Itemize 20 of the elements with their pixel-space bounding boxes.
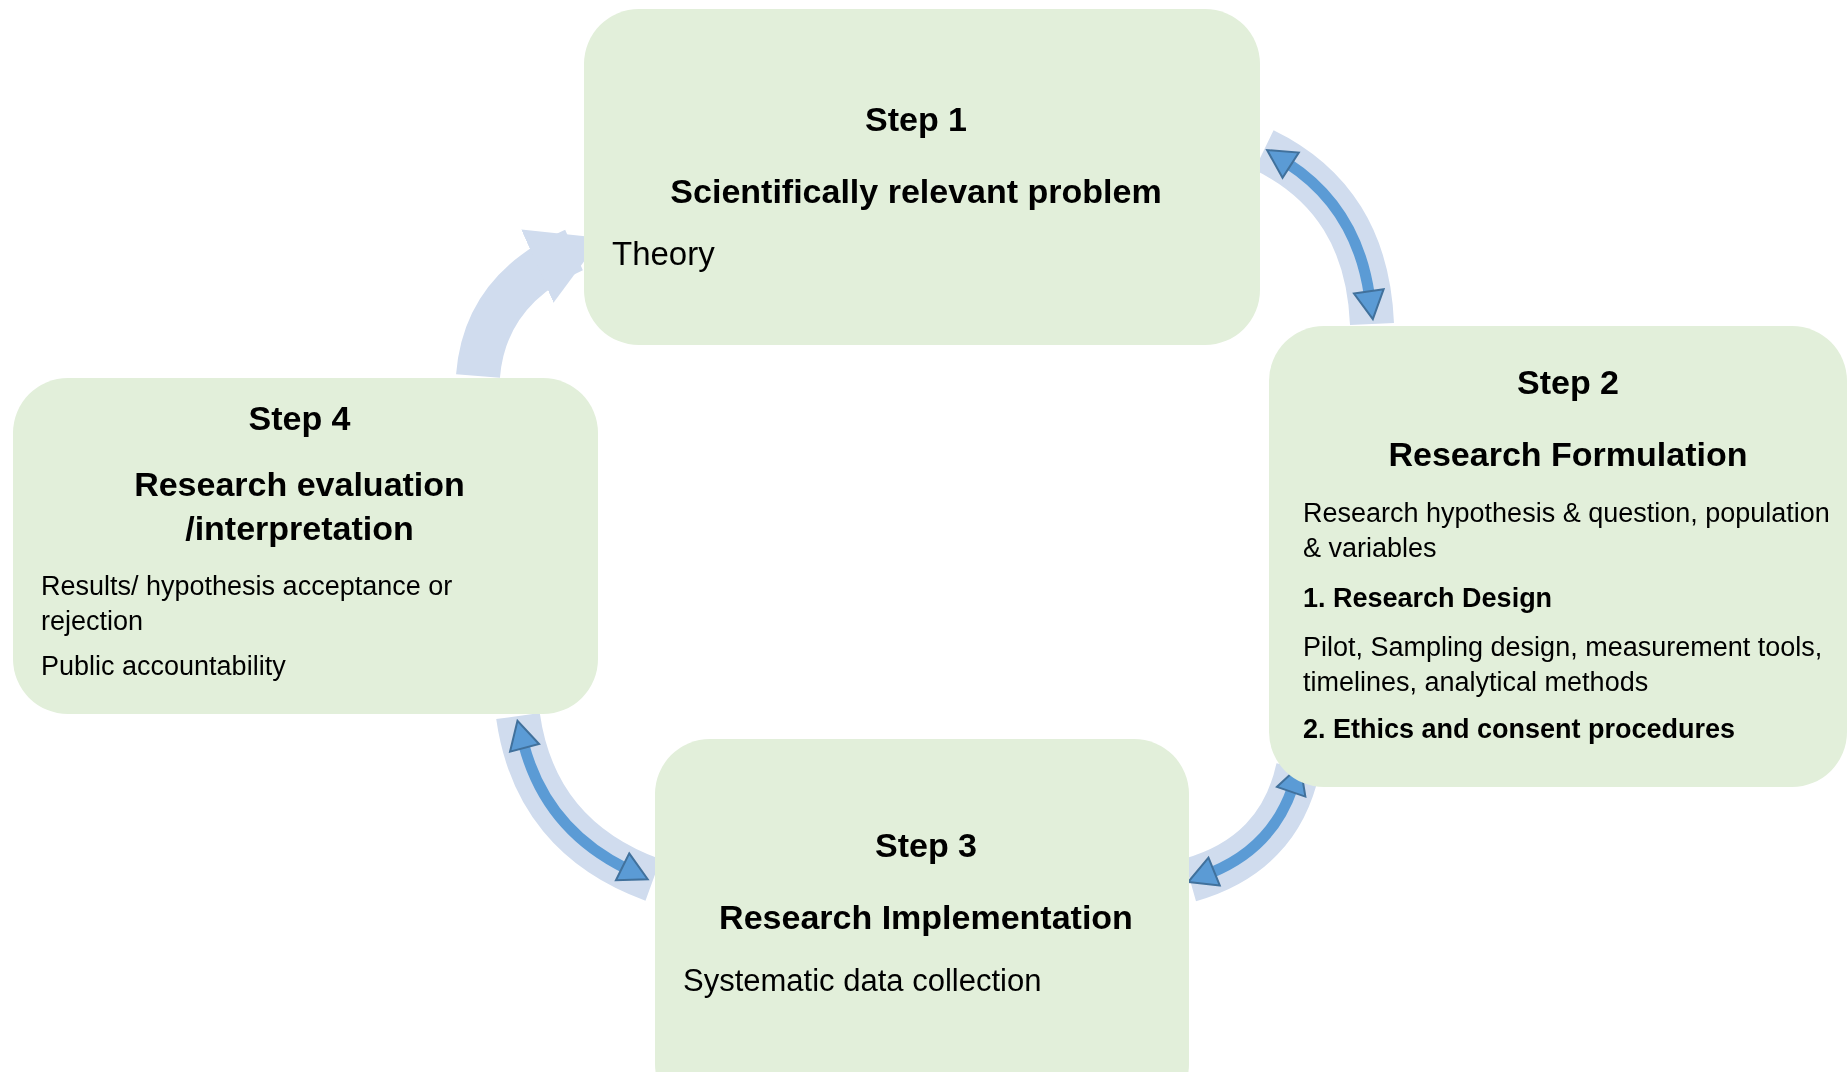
step-box: [655, 739, 1189, 1072]
step-heading: Scientifically relevant problem: [669, 171, 1163, 213]
step-title: Step 4: [247, 398, 352, 439]
step-text: Public accountability: [41, 649, 287, 683]
step-text: Theory: [612, 234, 716, 275]
step-text: 2. Ethics and consent procedures: [1303, 712, 1737, 746]
step-heading: Research Formulation: [1387, 434, 1749, 476]
step-text: 1. Research Design: [1303, 581, 1554, 615]
step-title: Step 2: [1515, 362, 1620, 403]
step-box: [1269, 326, 1847, 787]
step-text: Research hypothesis & question, population & variables: [1303, 497, 1831, 566]
step-heading: Research Implementation: [718, 897, 1134, 939]
step-text: Pilot, Sampling design, measurement tools, timelines, analytical methods: [1303, 630, 1824, 699]
step-box: [584, 9, 1260, 345]
step-box: [13, 378, 598, 714]
step-title: Step 1: [863, 99, 968, 140]
step-text: Systematic data collection: [683, 962, 1043, 1001]
step-heading: Research evaluation /interpretation: [133, 464, 466, 550]
step-text: Results/ hypothesis acceptance or rejection: [41, 569, 454, 638]
step-title: Step 3: [873, 825, 978, 866]
